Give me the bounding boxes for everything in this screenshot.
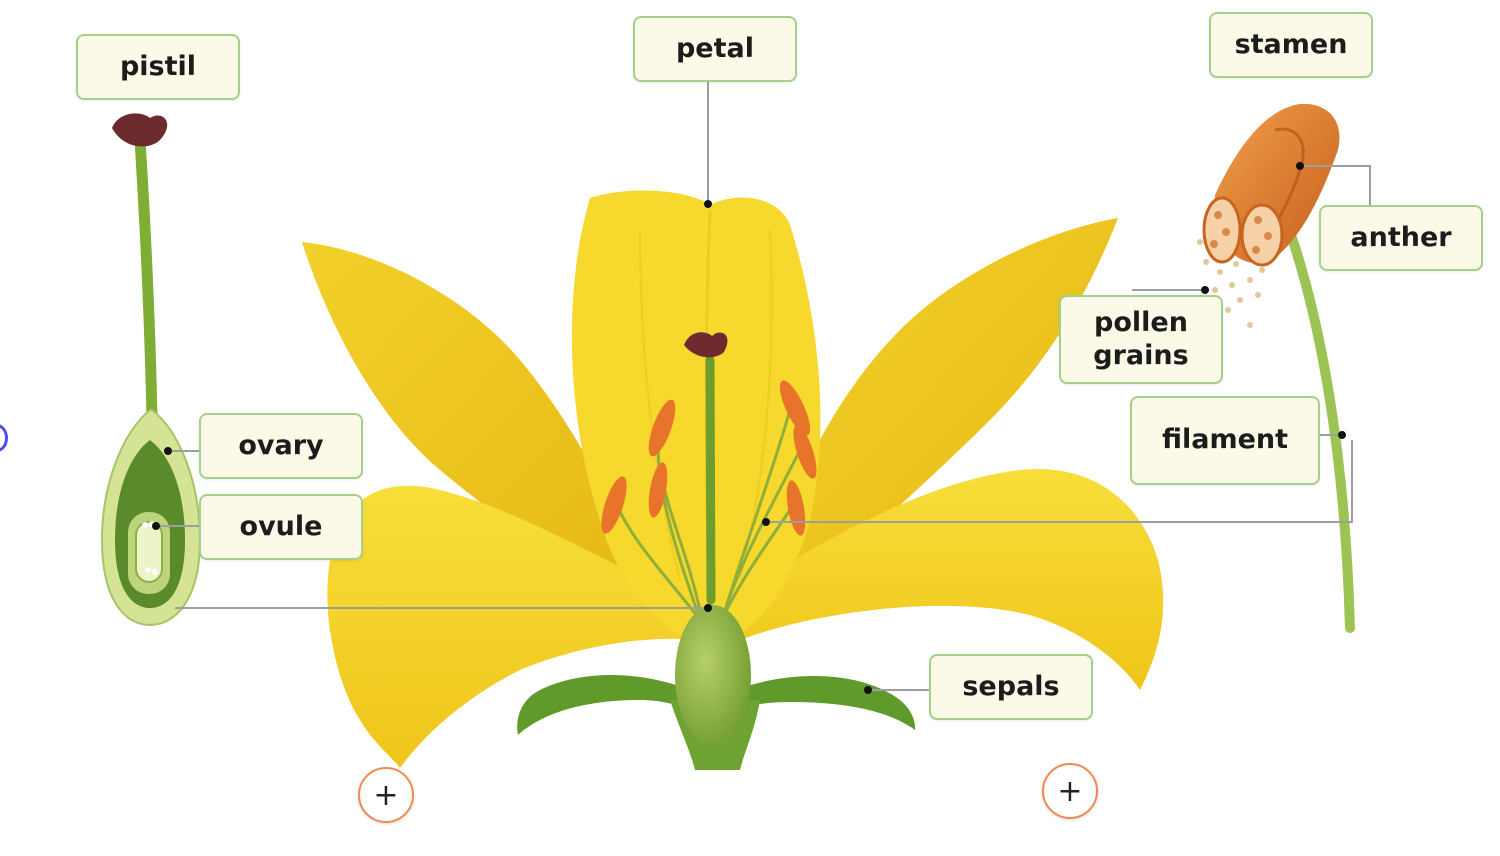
petal-back-right (770, 218, 1118, 590)
sepal-right (735, 676, 916, 730)
label-sepals: sepals (929, 654, 1093, 720)
petal-front-left (327, 485, 700, 768)
pistil-illustration (100, 113, 202, 627)
label-filament-text: filament (1161, 424, 1289, 456)
label-pollen-grains-text: pollen grains (1093, 307, 1189, 371)
plus-icon: + (1057, 773, 1083, 809)
label-ovule-text: ovule (239, 510, 323, 542)
central-ovary (675, 605, 751, 745)
label-pollen-grains: pollen grains (1059, 295, 1223, 384)
label-anther: anther (1319, 205, 1483, 271)
label-pistil-text: pistil (119, 50, 197, 82)
expand-right-button[interactable]: + (1042, 763, 1098, 819)
petal-back-left (302, 242, 640, 600)
label-petal-text: petal (675, 32, 755, 64)
label-stamen: stamen (1209, 12, 1373, 78)
label-stamen-text: stamen (1234, 28, 1348, 60)
label-sepals-text: sepals (962, 670, 1060, 702)
label-anther-text: anther (1350, 221, 1452, 253)
leader-dots (152, 162, 1346, 694)
label-petal: petal (633, 16, 797, 82)
label-ovule: ovule (199, 494, 363, 560)
sepal-left (517, 675, 690, 735)
label-ovary-text: ovary (238, 429, 324, 461)
petal-front-right (730, 468, 1164, 690)
lily-flower (302, 190, 1164, 770)
label-pistil: pistil (76, 34, 240, 100)
leader-lines (156, 80, 1371, 691)
label-filament: filament (1130, 396, 1320, 485)
plus-icon: + (373, 777, 399, 813)
label-ovary: ovary (199, 413, 363, 479)
expand-left-button[interactable]: + (358, 767, 414, 823)
